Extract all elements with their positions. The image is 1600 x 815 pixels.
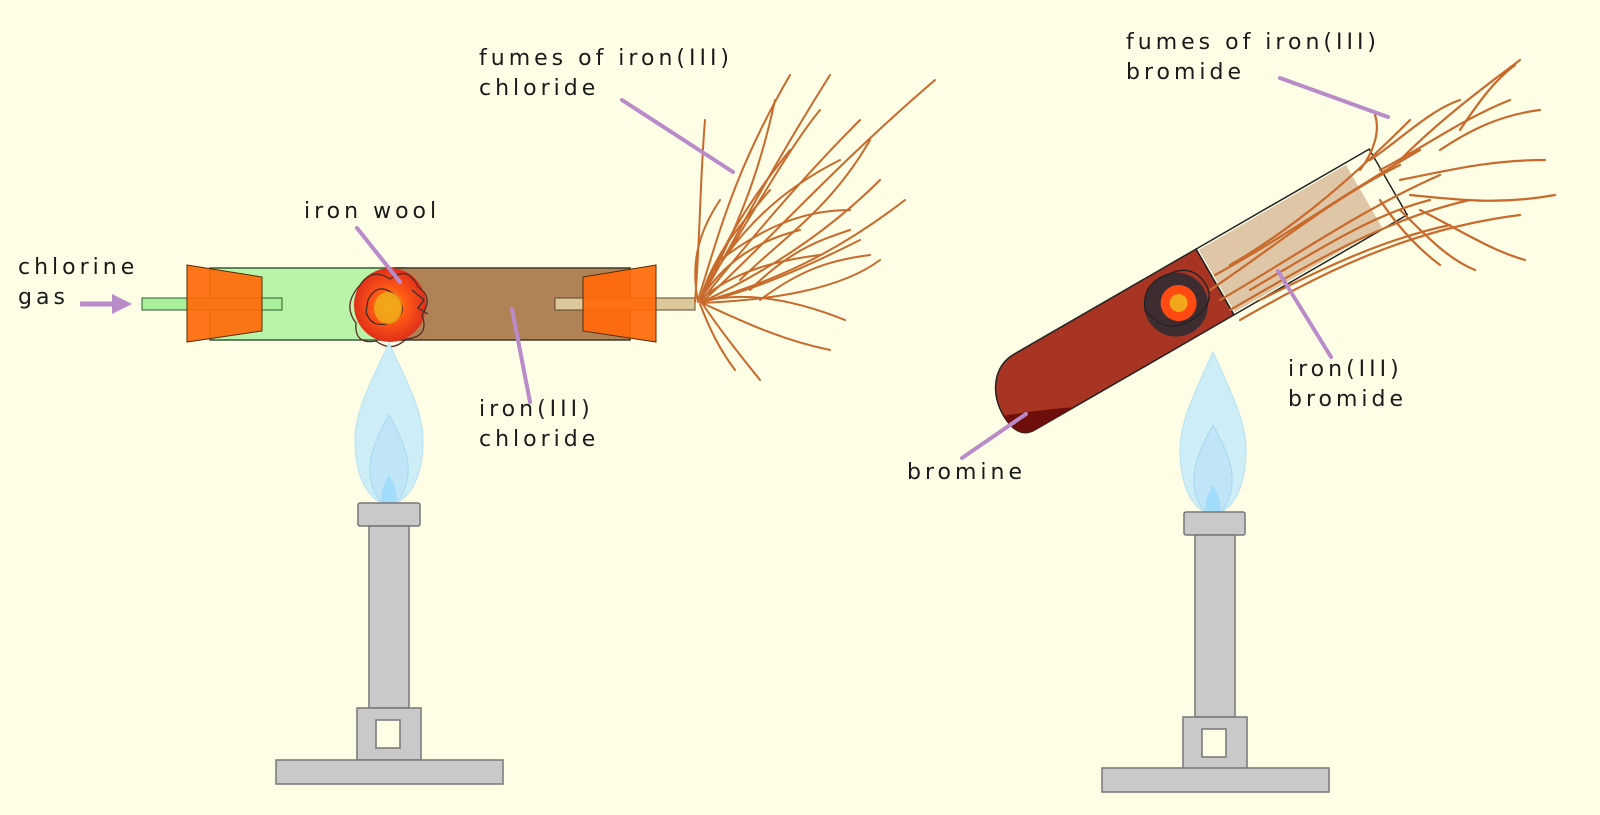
left-bunsen-burner bbox=[275, 502, 504, 785]
label-fumes-chloride-line2: chloride bbox=[479, 76, 600, 101]
right-bunsen-burner bbox=[1101, 511, 1330, 793]
fumes-iron-chloride bbox=[694, 74, 936, 381]
label-fumes-bromide-line1: fumes of iron(III) bbox=[1126, 30, 1381, 55]
label-iron-wool: iron wool bbox=[304, 199, 441, 224]
label-iron-bromide-line1: iron(III) bbox=[1288, 357, 1403, 382]
label-fumes-chloride-line1: fumes of iron(III) bbox=[479, 46, 734, 71]
label-chlorine-gas: chlorine gas bbox=[18, 253, 138, 313]
iron-wool-glowing bbox=[349, 268, 429, 348]
label-iron-chloride-line2: chloride bbox=[479, 427, 600, 452]
label-iron-bromide-line2: bromide bbox=[1288, 387, 1408, 412]
label-iron-bromide: iron(III) bromide bbox=[1288, 355, 1407, 415]
left-apparatus bbox=[80, 74, 936, 785]
label-iron-chloride-line1: iron(III) bbox=[479, 397, 594, 422]
label-fumes-iron-chloride: fumes of iron(III) chloride bbox=[479, 44, 733, 104]
right-flame bbox=[1179, 350, 1247, 516]
right-leader-lines bbox=[960, 76, 1390, 460]
left-leader-lines bbox=[355, 98, 735, 404]
label-chlorine-gas-line2: gas bbox=[18, 285, 69, 310]
left-bung bbox=[186, 264, 263, 343]
right-apparatus bbox=[960, 58, 1557, 793]
label-fumes-bromide-line2: bromide bbox=[1126, 60, 1246, 85]
right-bung bbox=[582, 264, 657, 343]
label-bromine: bromine bbox=[907, 460, 1027, 485]
label-fumes-iron-bromide: fumes of iron(III) bromide bbox=[1126, 28, 1380, 88]
chlorine-arrow-icon bbox=[80, 294, 132, 314]
fumes-iron-bromide bbox=[1208, 58, 1557, 322]
label-iron-chloride: iron(III) chloride bbox=[479, 395, 599, 455]
left-flame bbox=[354, 341, 424, 506]
label-chlorine-gas-line1: chlorine bbox=[18, 255, 139, 280]
